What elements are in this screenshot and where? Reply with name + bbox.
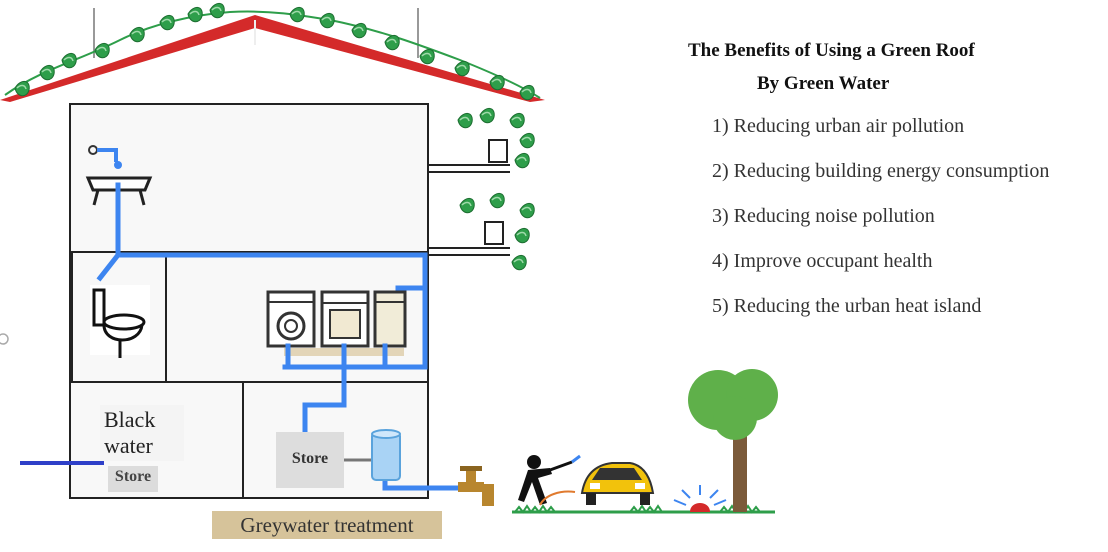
tree-icon xyxy=(688,369,778,512)
washing-machine-icon xyxy=(266,290,316,348)
benefit-item: 5) Reducing the urban heat island xyxy=(712,295,982,317)
black-water-label: Black water xyxy=(104,407,156,458)
dishwasher-icon xyxy=(320,290,370,348)
water-tank-icon xyxy=(371,429,401,481)
roof xyxy=(0,8,545,102)
balcony xyxy=(428,139,510,256)
greywater-treatment-label: Greywater treatment xyxy=(212,511,442,539)
black-water-store xyxy=(100,405,184,492)
greywater-pipe xyxy=(96,182,461,491)
water-heater-icon xyxy=(373,290,407,348)
benefit-item: 1) Reducing urban air pollution xyxy=(712,115,965,137)
black-water-store-label: Store xyxy=(114,468,152,485)
vine-plant-icon xyxy=(457,107,536,271)
greywater-store-label: Store xyxy=(291,450,329,467)
sprinkler-icon xyxy=(673,485,727,512)
vine-plant-icon xyxy=(4,2,541,101)
benefit-item: 4) Improve occupant health xyxy=(712,250,933,272)
toilet-icon xyxy=(90,285,150,358)
faucet-icon xyxy=(458,466,494,506)
greywater-store xyxy=(276,432,372,488)
person-watering-icon xyxy=(518,454,581,506)
diagram-title-line2: By Green Water xyxy=(757,73,890,94)
benefit-item: 3) Reducing noise pollution xyxy=(712,205,935,227)
diagram-title-line1: The Benefits of Using a Green Roof xyxy=(688,40,975,61)
car-icon xyxy=(580,462,655,505)
benefit-item: 2) Reducing building energy consumption xyxy=(712,160,1050,182)
benefits-list: 1) Reducing urban air pollution 2) Reduc… xyxy=(712,112,1049,337)
handle-marker xyxy=(0,333,9,345)
